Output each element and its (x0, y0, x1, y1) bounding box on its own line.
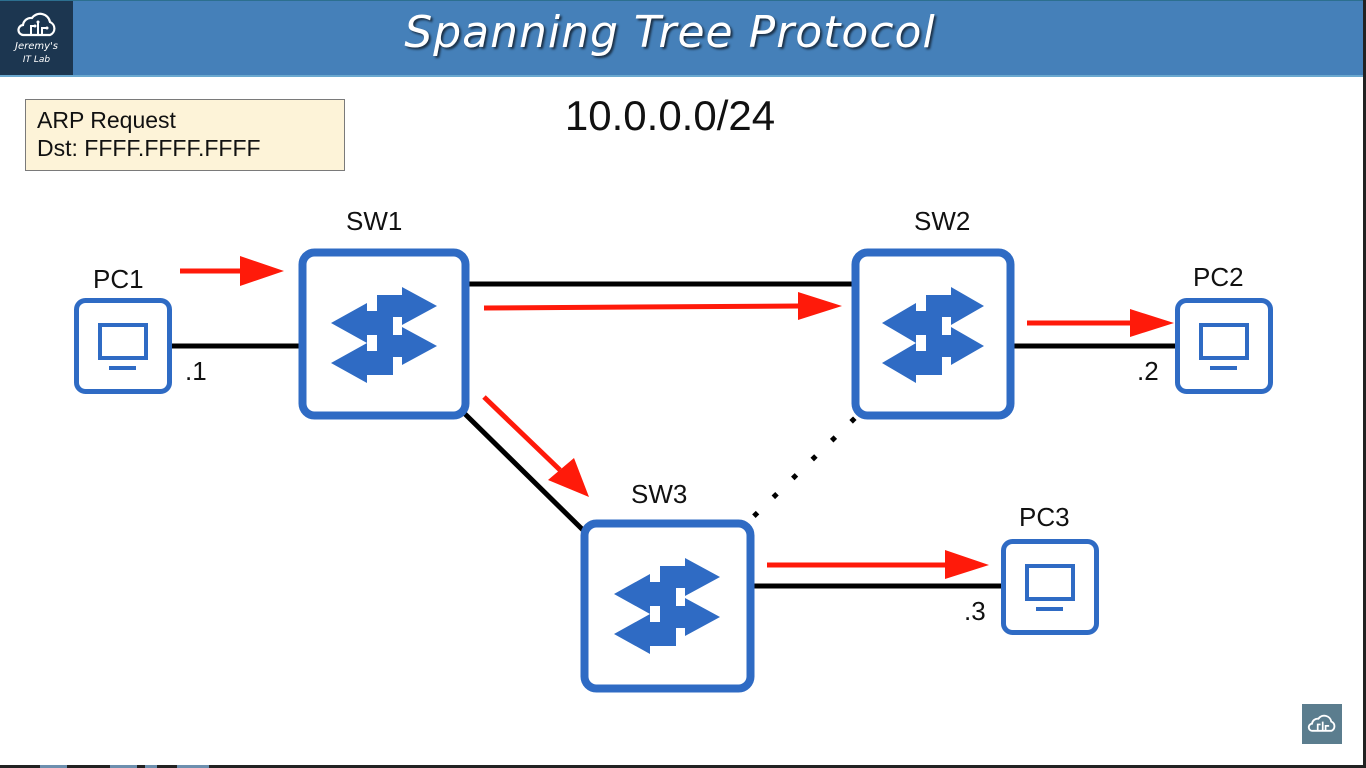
sw2-label: SW2 (914, 206, 971, 236)
subnet-label: 10.0.0.0/24 (564, 92, 776, 139)
switch-sw2[interactable] (851, 248, 1015, 420)
cloud-circuit-icon (1307, 714, 1336, 732)
pc-pc1[interactable] (74, 298, 172, 394)
bottom-bar (0, 765, 1366, 768)
pc-monitor-icon (98, 323, 148, 370)
flow-arrow-sw1-sw3 (482, 395, 589, 497)
flow-arrow-sw1-sw2 (483, 292, 842, 320)
sw3-label: SW3 (631, 479, 688, 509)
switch-sw1[interactable] (298, 248, 470, 420)
switch-icon (614, 558, 720, 654)
jeremys-it-lab-logo: Jeremy's IT Lab (0, 1, 73, 75)
note-line-2: Dst: FFFF.FFFF.FFFF (37, 135, 261, 161)
link-sw1-sw3 (461, 410, 588, 535)
pc-monitor-icon (1199, 323, 1249, 370)
pc-pc2[interactable] (1175, 298, 1273, 394)
pc-pc3[interactable] (1001, 539, 1099, 635)
pc2-ip-suffix: .2 (1137, 356, 1159, 386)
sw1-label: SW1 (346, 206, 403, 236)
pc-monitor-icon (1025, 564, 1075, 611)
pc1-label: PC1 (93, 264, 144, 294)
flow-arrow-sw2-pc2 (1027, 309, 1174, 337)
corner-logo (1302, 704, 1342, 744)
arp-request-note: ARP Request Dst: FFFF.FFFF.FFFF (25, 99, 345, 171)
pc2-label: PC2 (1193, 262, 1244, 292)
switch-icon (882, 287, 984, 383)
slide-title: Spanning Tree Protocol (404, 7, 936, 58)
flow-arrow-sw3-pc3 (767, 550, 989, 579)
switch-icon (331, 287, 437, 383)
slide-header: Jeremy's IT Lab Spanning Tree Protocol (0, 0, 1363, 77)
note-line-1: ARP Request (37, 107, 176, 133)
pc3-label: PC3 (1019, 502, 1070, 532)
flow-arrow-pc1-sw1 (180, 256, 284, 286)
pc3-ip-suffix: .3 (964, 596, 986, 626)
logo-text-line2: IT Lab (22, 55, 51, 65)
logo-text-line1: Jeremy's (15, 41, 58, 52)
switch-sw3[interactable] (580, 519, 755, 693)
right-border (1363, 0, 1366, 768)
link-sw2-sw3-blocked (748, 416, 857, 522)
cloud-circuit-icon (17, 12, 56, 37)
pc1-ip-suffix: .1 (185, 356, 207, 386)
